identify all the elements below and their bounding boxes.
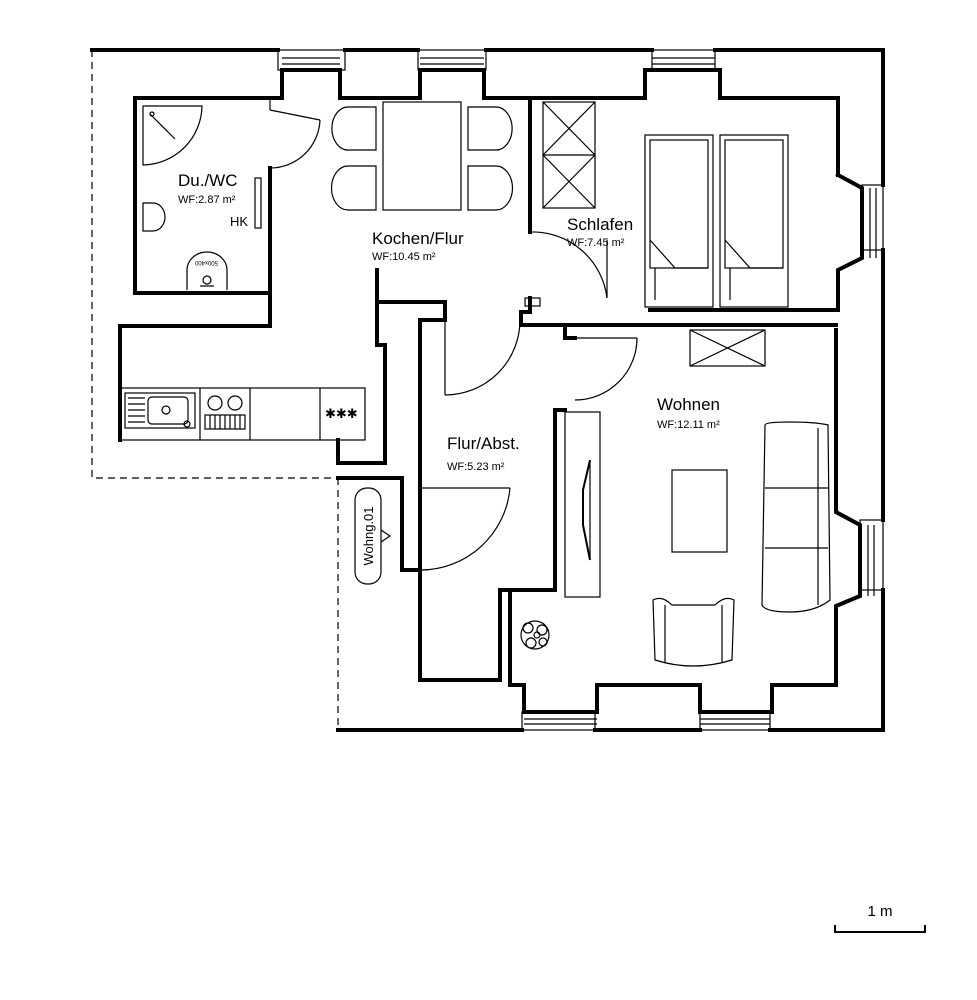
sofa (761, 421, 831, 613)
radiator-hk (254, 177, 262, 229)
armchair (652, 597, 735, 667)
kitchen-counter: ✱✱✱ (119, 387, 366, 441)
radiator-label: HK (230, 214, 248, 229)
room-name-sleep: Schlafen (567, 215, 633, 234)
washbasin: 500x400 (186, 251, 228, 290)
tv-sideboard (564, 411, 601, 598)
room-name-living: Wohnen (657, 395, 720, 414)
room-name-hall: Flur/Abst. (447, 434, 520, 453)
room-name-kitchen: Kochen/Flur (372, 229, 464, 248)
room-area-bath: WF:2.87 m² (178, 194, 236, 206)
interior-walls (118, 96, 838, 687)
toilet (142, 202, 166, 232)
windows (277, 49, 884, 731)
scale-bar: 1 m (834, 903, 926, 933)
wardrobe (542, 101, 596, 209)
stove-symbol: ✱✱✱ (325, 406, 358, 421)
plant (520, 620, 550, 650)
entrance-label: Wohng.01 (361, 506, 376, 565)
doors (269, 109, 638, 571)
exterior-walls (90, 48, 885, 732)
double-bed (644, 134, 789, 308)
room-area-hall: WF:5.23 m² (447, 461, 505, 473)
room-area-sleep: WF:7.45 m² (567, 237, 625, 249)
room-name-bath: Du./WC (178, 171, 238, 190)
scale-label: 1 m (867, 903, 892, 920)
room-area-living: WF:12.11 m² (657, 419, 720, 431)
dashed-boundary (91, 50, 339, 730)
shower-tray (142, 105, 203, 166)
cabinet-top (689, 329, 766, 367)
room-area-kitchen: WF:10.45 m² (372, 251, 436, 263)
coffee-table (671, 469, 728, 553)
dining-table (330, 101, 514, 211)
washbasin-label: 500x400 (194, 259, 218, 265)
entrance-marker: Wohng.01 (354, 487, 392, 585)
